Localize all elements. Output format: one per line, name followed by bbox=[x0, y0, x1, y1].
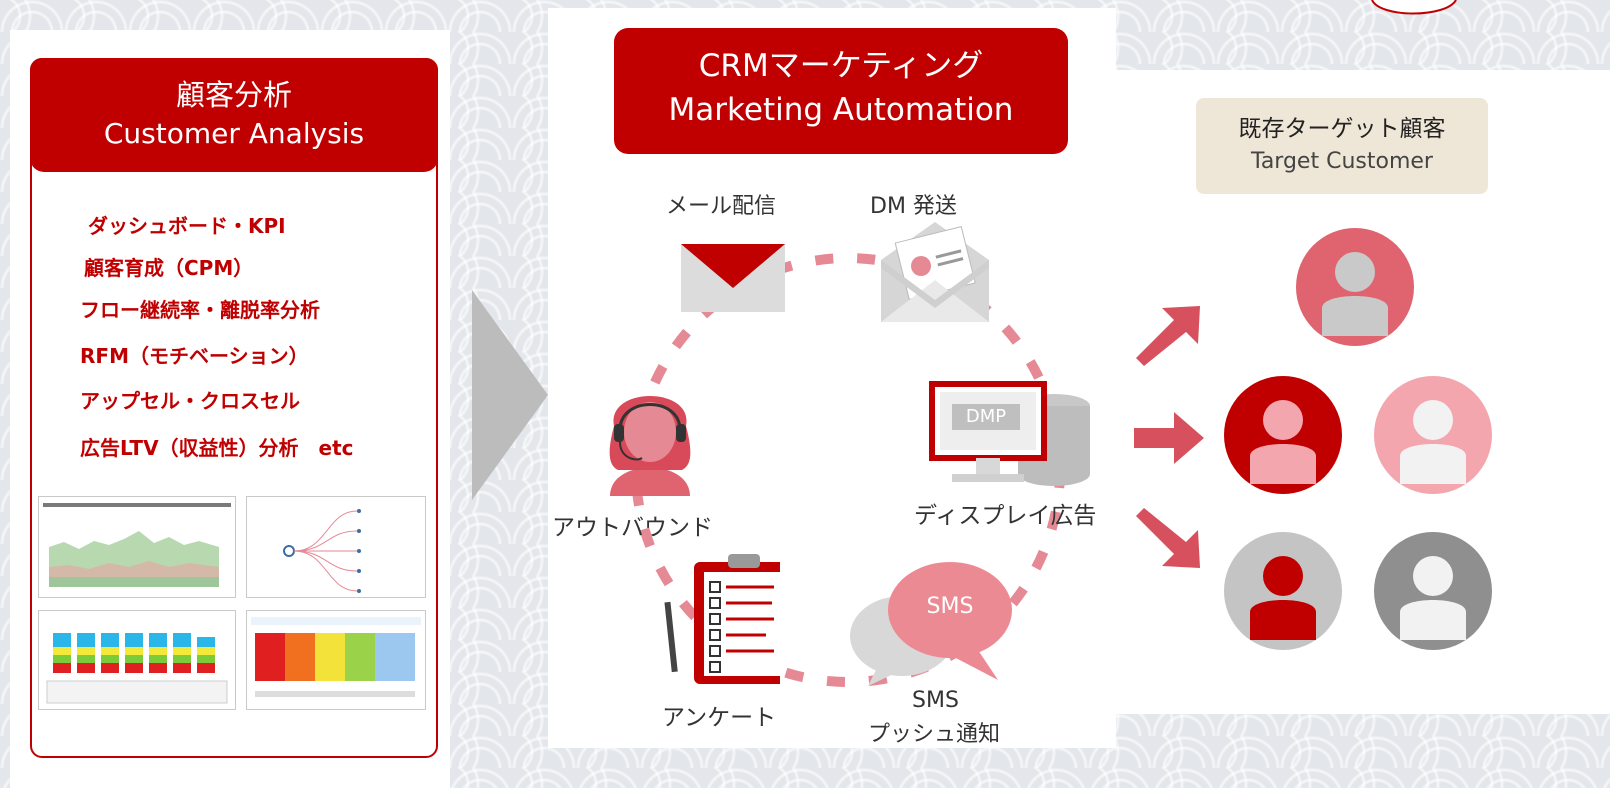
crm-header: CRMマーケティング Marketing Automation bbox=[614, 28, 1068, 154]
arrow-right-icon bbox=[1134, 412, 1204, 464]
feature-item: ダッシュボード・KPI bbox=[88, 214, 286, 238]
customer-analysis-card: 顧客分析 Customer Analysis ダッシュボード・KPI 顧客育成（… bbox=[30, 58, 438, 758]
channel-label-outbound: アウトバウンド bbox=[552, 515, 713, 541]
envelope-icon bbox=[681, 244, 785, 312]
person-icon bbox=[1374, 376, 1492, 494]
bar-chart-thumbnail-graphic bbox=[46, 633, 228, 704]
crm-title-jp: CRMマーケティング bbox=[698, 48, 984, 84]
target-title-jp: 既存ターゲット顧客 bbox=[1238, 116, 1446, 142]
customer-analysis-title-en: Customer Analysis bbox=[103, 117, 365, 150]
feature-item: アップセル・クロスセル bbox=[80, 389, 300, 413]
feature-item: 顧客育成（CPM） bbox=[84, 256, 254, 280]
sms-bubble-label: SMS bbox=[926, 594, 974, 619]
heatmap-table-thumbnail-graphic bbox=[251, 617, 421, 697]
arrow-up-right-icon bbox=[1136, 306, 1200, 366]
area-chart-thumbnail bbox=[38, 496, 236, 598]
target-title-en: Target Customer bbox=[1251, 149, 1433, 174]
dmp-label: DMP bbox=[965, 406, 1007, 427]
bar-chart-thumbnail bbox=[38, 610, 236, 710]
crm-title-en: Marketing Automation bbox=[668, 92, 1014, 128]
crm-panel: CRMマーケティング Marketing Automation メール配信 DM… bbox=[548, 8, 1116, 748]
person-icon bbox=[1224, 532, 1342, 650]
clipboard-survey-icon bbox=[664, 554, 780, 684]
feature-item: RFM（モチベーション） bbox=[80, 344, 309, 368]
decorative-badge-outline bbox=[1371, 0, 1457, 15]
target-customer-label-box: 既存ターゲット顧客 Target Customer bbox=[1196, 98, 1488, 194]
arrow-down-right-icon bbox=[1136, 508, 1200, 568]
feature-item: 広告LTV（収益性）分析 etc bbox=[80, 436, 354, 460]
target-customer-panel: 既存ターゲット顧客 Target Customer bbox=[1116, 70, 1610, 714]
feature-item: フロー継続率・離脱率分析 bbox=[80, 298, 320, 322]
heatmap-table-thumbnail bbox=[246, 610, 426, 710]
customer-analysis-header: 顧客分析 Customer Analysis bbox=[30, 58, 438, 172]
tree-chart-thumbnail bbox=[246, 496, 426, 598]
person-icon bbox=[1374, 532, 1492, 650]
channel-label-survey: アンケート bbox=[662, 705, 777, 731]
area-chart-thumbnail-graphic bbox=[43, 503, 231, 587]
channel-label-sms: SMS bbox=[912, 688, 959, 713]
person-icon bbox=[1224, 376, 1342, 494]
dmp-badge: DMP bbox=[952, 404, 1020, 430]
channel-label-push: プッシュ通知 bbox=[868, 722, 1001, 747]
person-icon bbox=[1296, 228, 1414, 346]
customer-analysis-panel: 顧客分析 Customer Analysis ダッシュボード・KPI 顧客育成（… bbox=[10, 30, 450, 788]
operator-headset-icon bbox=[609, 396, 691, 496]
tree-chart-thumbnail-graphic bbox=[283, 509, 361, 593]
monitor-icon bbox=[929, 381, 1047, 482]
feature-list: ダッシュボード・KPI 顧客育成（CPM） フロー継続率・離脱率分析 RFM（モ… bbox=[80, 210, 430, 470]
open-envelope-letter-icon bbox=[881, 222, 989, 322]
chat-bubbles-icon bbox=[850, 562, 1012, 686]
channel-label-display: ディスプレイ広告 bbox=[914, 503, 1097, 529]
flow-arrow-icon bbox=[472, 290, 548, 500]
channel-label-dm: DM 発送 bbox=[870, 194, 957, 219]
customer-analysis-title-jp: 顧客分析 bbox=[175, 78, 292, 112]
channel-label-email: メール配信 bbox=[666, 194, 777, 219]
